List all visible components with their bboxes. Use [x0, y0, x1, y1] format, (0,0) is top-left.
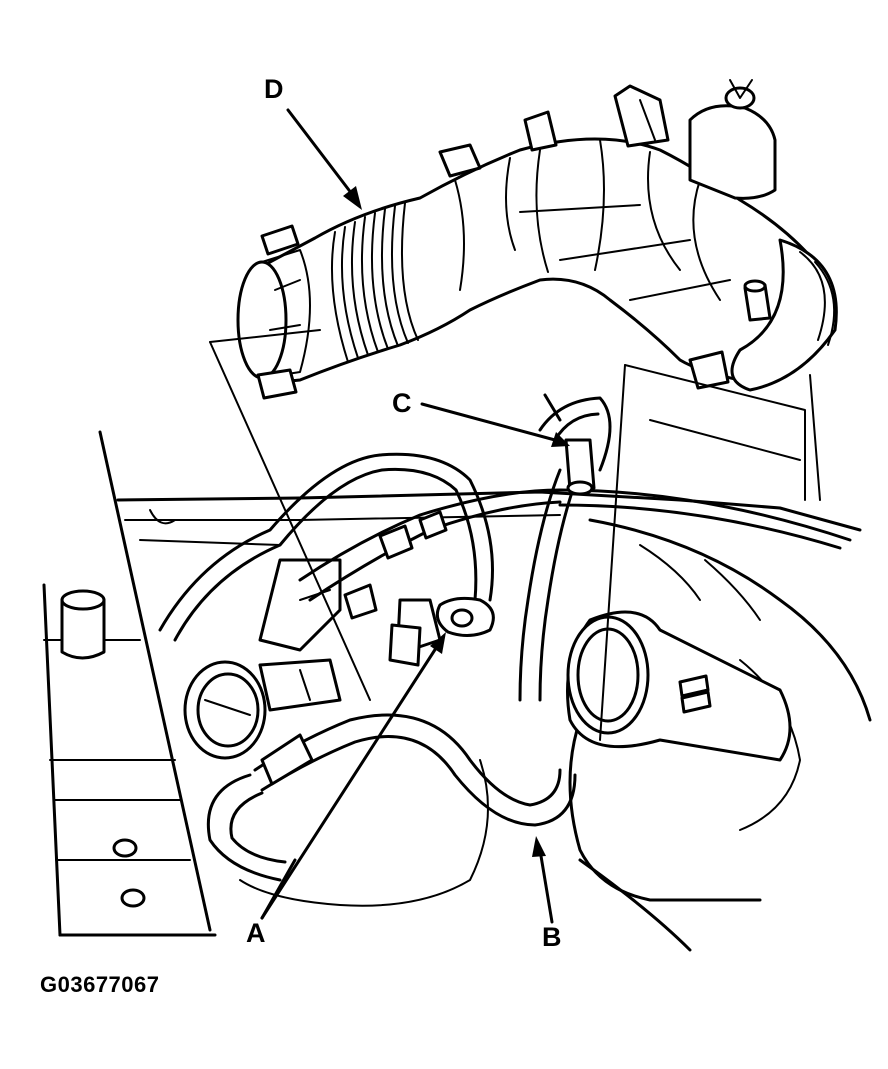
air-intake-duct [236, 79, 838, 400]
callout-label-d: D [264, 74, 284, 104]
leader-line-a1 [260, 643, 440, 920]
leader-line-c [420, 402, 557, 442]
leader-line-d [286, 108, 357, 200]
hoses-and-wiring [158, 329, 852, 882]
arrowhead-c [551, 432, 570, 447]
callout-label-b: B [542, 922, 562, 952]
leader-line-b [538, 848, 554, 924]
arrowhead-b [532, 836, 546, 857]
arrowhead-d [343, 186, 362, 210]
callout-label-c: C [392, 388, 412, 418]
figure-id-label: G03677067 [40, 972, 160, 997]
callout-label-a: A [246, 918, 266, 948]
arrowhead-a1 [430, 632, 446, 654]
callout-arrows [260, 108, 570, 924]
engine-body-drawing [42, 430, 872, 952]
leader-line-a2 [260, 858, 297, 920]
